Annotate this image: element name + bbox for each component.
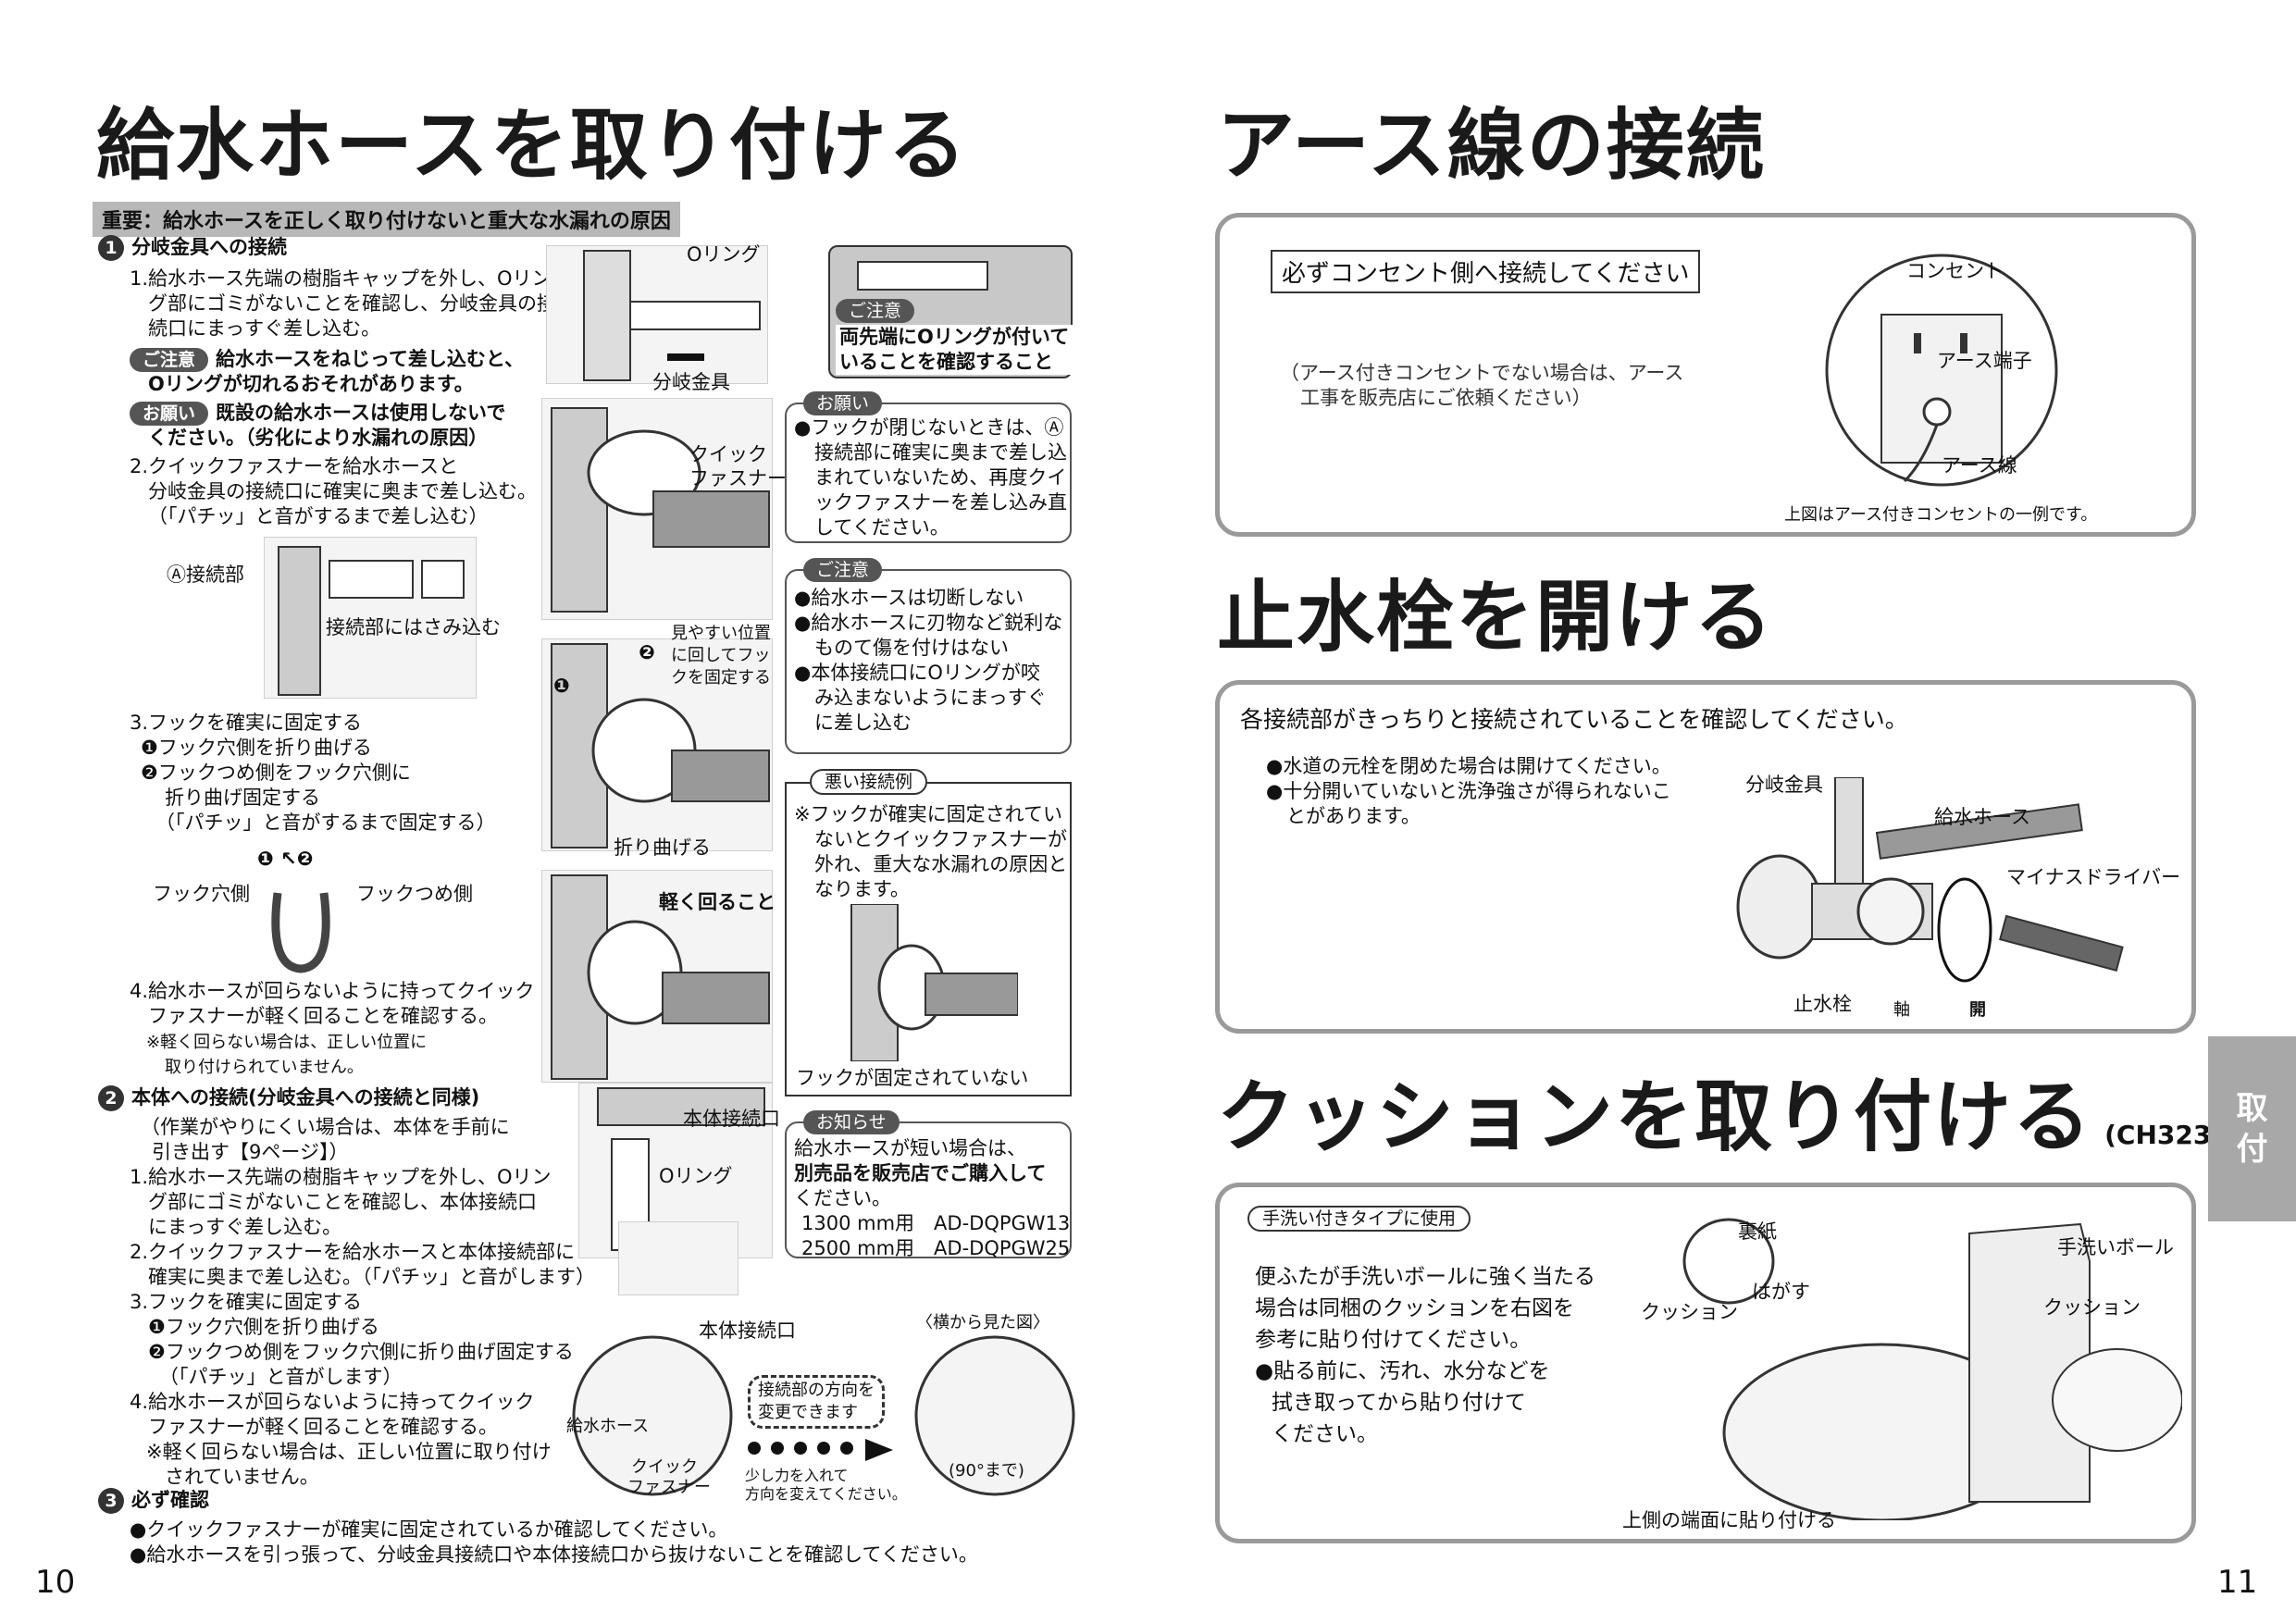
step-number: 2 — [98, 1085, 124, 1111]
bad-connection-box: 悪い接続例 ※フックが確実に固定されてい ないとクイックファスナーが 外れ、重大… — [785, 769, 1072, 1096]
section-tab: 取 付 — [2208, 1036, 2296, 1221]
direction-arrow — [748, 1439, 893, 1461]
bad-connection-caption: フックが固定されていない — [796, 1067, 1029, 1089]
label-open: 開 — [1969, 1000, 1986, 1020]
step2-instructions: （作業がやりにくい場合は、本体を手前に 引き出す【9ページ】） 1.給水ホース先… — [130, 1116, 595, 1488]
caution-note: ご注意給水ホースをねじって差し込むと、 — [130, 347, 556, 372]
cushion-title: クッションを取り付ける — [1217, 1072, 2093, 1162]
cushion-panel: 手洗い付きタイプに使用 便ふたが手洗いボールに強く当たる 場合は同梱のクッション… — [1215, 1183, 2196, 1543]
step1-instructions: 1.給水ホース先端の樹脂キャップを外し、Oリン グ部にゴミがないことを確認し、分… — [130, 267, 556, 527]
label-orimageru: 折り曲げる — [614, 836, 711, 859]
figure-num1: ❶ — [553, 675, 570, 697]
label-bunki-right: 分岐金具 — [1745, 774, 1823, 796]
label-miyasui: 見やすい位置 に回してフッ クを固定する — [671, 624, 771, 688]
label-oring2: Oリング — [659, 1165, 733, 1187]
cushion-instructions: 便ふたが手洗いボールに強く当たる 場合は同梱のクッションを右図を 参考に貼り付け… — [1255, 1265, 1595, 1446]
important-banner: 重要：給水ホースを正しく取り付けないと重大な水漏れの原因 — [93, 202, 680, 237]
label-cushion: クッション — [1641, 1301, 1738, 1323]
hook-illustration — [271, 892, 330, 973]
label-bunki: 分岐金具 — [652, 371, 730, 393]
label-hook-claw: フックつめ側 — [356, 883, 473, 905]
label-hose-right: 給水ホース — [1934, 806, 2030, 828]
label-peel: はがす — [1752, 1281, 1810, 1303]
label-oring: Oリング — [687, 243, 761, 266]
oring-hose-illustration — [857, 261, 988, 291]
oring-caution-callout: ご注意 両先端にOリングが付いて いることを確認すること — [828, 245, 1074, 378]
label-backing: 裏紙 — [1738, 1220, 1777, 1243]
label-cushion-2: クッション — [2043, 1296, 2141, 1319]
notice-box: お知らせ 給水ホースが短い場合は、 別売品を販売店でご購入して ください。 13… — [785, 1110, 1072, 1259]
side-view-circle-right — [914, 1335, 1075, 1496]
step-number: 1 — [98, 235, 124, 261]
label-wash-bowl: 手洗いボール — [2057, 1236, 2174, 1258]
stop-valve-title: 止水栓を開ける — [1217, 572, 1775, 663]
request-note: お願い既設の給水ホースは使用しないで — [130, 401, 556, 426]
stop-valve-bullets: ●水道の元栓を閉めた場合は開けてください。 ●十分開いていないと洗浄強さが得られ… — [1266, 755, 1671, 827]
label-edge: 上側の端面に貼り付ける — [1622, 1509, 1836, 1531]
step1-hook: 3.フックを確実に固定する ❶フック穴側を折り曲げる ❷フックつめ側をフック穴側… — [130, 712, 496, 834]
label-deg: (90°まで) — [949, 1461, 1024, 1481]
figure-hook-fix — [541, 638, 773, 851]
label-valve: 止水栓 — [1793, 993, 1852, 1015]
earth-note: （アース付きコンセントでない場合は、アース 工事を販売店にご依頼ください） — [1280, 362, 1684, 409]
figure-oring — [546, 245, 768, 384]
earth-caption: 上図はアース付きコンセントの一例です。 — [1784, 505, 2098, 525]
connection-illustration — [278, 546, 465, 696]
figure-num2: ❷ — [639, 641, 655, 663]
stop-valve-lead: 各接続部がきっちりと接続されていることを確認してください。 — [1240, 706, 1908, 733]
request-box: お願い ●フックが閉じないときは、Ⓐ 接続部に確実に奥まで差し込 まれていないた… — [785, 391, 1072, 543]
label-outlet: コンセント — [1906, 260, 2004, 282]
label-fastener2: ファスナー — [627, 1478, 711, 1497]
label-fastener: ファスナー — [689, 467, 787, 489]
figure-rotate — [541, 870, 773, 1083]
cushion-illustration — [1682, 1218, 2182, 1520]
callout-caution-text: 両先端にOリングが付いて いることを確認すること — [836, 325, 1074, 375]
label-sukoshi: 少し力を入れて 方向を変えてください。 — [745, 1467, 907, 1503]
hook-fix-illustration — [551, 643, 770, 849]
label-clip: 接続部にはさみ込む — [326, 616, 501, 638]
connection-diagram — [264, 537, 477, 699]
step-number: 3 — [98, 1488, 124, 1514]
label-shaft: 軸 — [1893, 1000, 1910, 1020]
earth-title: アース線の接続 — [1217, 100, 1766, 191]
label-quick: クイック — [689, 443, 767, 465]
label-quick2: クイック — [631, 1457, 698, 1477]
label-hose: 給水ホース — [566, 1417, 650, 1436]
bad-connection-illustration — [850, 904, 1018, 1061]
label-hontai2: 本体接続口 — [699, 1319, 796, 1342]
figure-quick-fastener — [541, 398, 773, 620]
direction-note: 接続部の方向を 変更できます — [748, 1375, 885, 1429]
stop-valve-illustration — [1736, 777, 2124, 983]
oring-illustration — [583, 250, 761, 381]
stop-valve-panel: 各接続部がきっちりと接続されていることを確認してください。 ●水道の元栓を閉めた… — [1215, 680, 2196, 1034]
figure-body-connect-2 — [618, 1221, 738, 1295]
step1-check: 4.給水ホースが回らないように持ってクイック ファスナーが軽く回ることを確認する… — [130, 980, 535, 1077]
earth-panel: 必ずコンセント側へ接続してください （アース付きコンセントでない場合は、アース … — [1215, 213, 2196, 537]
outlet-illustration — [1825, 254, 2058, 487]
label-hontai: 本体接続口 — [683, 1108, 780, 1130]
callout-caution-label: ご注意 — [836, 299, 915, 323]
hook-numbers: ❶ ↖❷ — [257, 848, 314, 870]
earth-instruction: 必ずコンセント側へ接続してください — [1271, 250, 1701, 293]
label-earth-wire: アース線 — [1942, 454, 2017, 477]
rotate-illustration — [551, 874, 770, 1080]
page-title-left: 給水ホースを取り付ける — [96, 100, 968, 191]
label-karuku: 軽く回ること — [659, 891, 776, 913]
cushion-tag: 手洗い付きタイプに使用 — [1247, 1206, 1471, 1232]
side-view-circle-left — [572, 1335, 733, 1496]
quick-fastener-illustration — [551, 407, 770, 613]
caution-box: ご注意 ●給水ホースは切断しない ●給水ホースに刃物など鋭利な ものて傷を付けは… — [785, 558, 1072, 754]
page-number-right: 11 — [2217, 1564, 2258, 1601]
label-driver: マイナスドライバー — [2006, 866, 2181, 888]
label-yoko: 〈横から見た図〉 — [916, 1313, 1049, 1332]
step3-instructions: ●クイックファスナーが確実に固定されているか確認してください。 ●給水ホースを引… — [130, 1518, 978, 1566]
page-number-left: 10 — [35, 1564, 76, 1601]
label-earth-terminal: アース端子 — [1937, 350, 2032, 372]
label-connect-a: Ⓐ接続部 — [167, 564, 244, 586]
label-hook-hole: フック穴側 — [153, 883, 250, 905]
cushion-title-row: クッションを取り付ける (CH323WSのみ) — [1217, 1055, 2296, 1167]
